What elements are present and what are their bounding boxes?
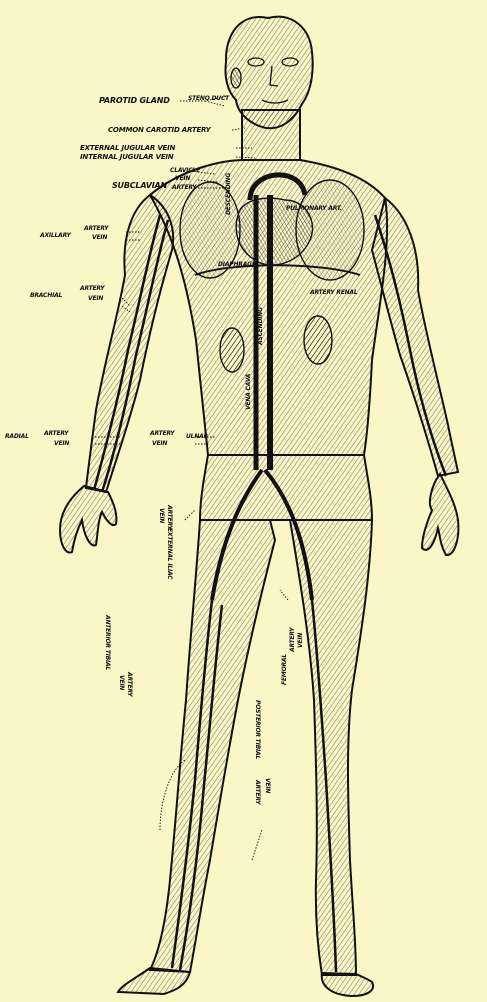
left-kidney	[220, 328, 244, 372]
right-arm	[372, 198, 458, 476]
label-subclavian-artery: ARTERY	[172, 185, 196, 191]
label-femoral-vein: VEIN	[298, 633, 304, 648]
label-femoral-artery: ARTERY	[290, 628, 296, 652]
label-ulnar: ULNAR	[186, 434, 208, 440]
label-posterior-tibial-artery: ARTERY	[254, 780, 260, 804]
right-lung	[296, 180, 364, 280]
label-radial: RADIAL	[5, 434, 29, 440]
body-outline	[60, 17, 458, 996]
label-pulmonary: PULMONARY ART.	[286, 206, 342, 212]
label-ulnar-artery: ARTERY	[150, 431, 174, 437]
right-kidney	[304, 316, 332, 364]
label-subclavian-vein: VEIN	[175, 176, 190, 182]
label-diaphragm: DIAPHRAGM	[218, 262, 258, 268]
label-steno-duct: STENO DUCT	[188, 96, 229, 102]
label-brachial: BRACHIAL	[30, 293, 62, 299]
label-anterior-tibial: ANTERIOR TIBIAL	[104, 615, 110, 670]
right-hand	[422, 474, 458, 555]
label-clavicle: CLAVICLE	[170, 168, 200, 174]
label-anterior-tibial-artery: ARTERY	[126, 672, 132, 696]
label-subclavian: SUBCLAVIAN	[112, 182, 167, 190]
label-axillary-artery: ARTERY	[84, 226, 108, 232]
label-external-iliac-vein: VEIN	[158, 508, 164, 523]
label-radial-vein: VEIN	[54, 441, 69, 447]
label-descending: DESCENDING	[226, 173, 232, 215]
label-renal: ARTERY RENAL	[310, 290, 358, 296]
label-external-jugular: EXTERNAL JUGULAR VEIN	[80, 145, 175, 152]
label-external-iliac: EXTERNAL ILIAC	[166, 528, 172, 579]
label-ulnar-vein: VEIN	[152, 441, 167, 447]
left-hand	[60, 486, 116, 553]
label-femoral: FEMORAL	[282, 654, 288, 685]
label-common-carotid: COMMON CAROTID ARTERY	[108, 127, 210, 134]
label-aorta: AORTA	[268, 369, 274, 390]
label-radial-artery: ARTERY	[44, 431, 68, 437]
label-brachial-artery: ARTERY	[80, 286, 104, 292]
label-posterior-tibial: POSTERIOR TIBIAL	[254, 700, 260, 759]
label-vena-cava: VENA CAVA	[246, 374, 252, 410]
label-anterior-tibial-vein: VEIN	[118, 675, 124, 690]
label-axillary: AXILLARY	[40, 233, 71, 239]
label-external-iliac-artery: ARTERY	[166, 505, 172, 529]
neck	[242, 110, 300, 160]
label-internal-jugular: INTERNAL JUGULAR VEIN	[80, 154, 173, 161]
label-parotid-gland: PAROTID GLAND	[99, 97, 170, 105]
label-brachial-vein: VEIN	[88, 296, 103, 302]
left-foot	[118, 968, 190, 994]
label-ascending: ASCENDING	[258, 307, 264, 345]
label-axillary-vein: VEIN	[92, 235, 107, 241]
label-posterior-tibial-vein: VEIN	[264, 778, 270, 793]
right-leg	[290, 520, 372, 975]
right-foot	[322, 973, 373, 996]
pelvis	[200, 455, 372, 520]
